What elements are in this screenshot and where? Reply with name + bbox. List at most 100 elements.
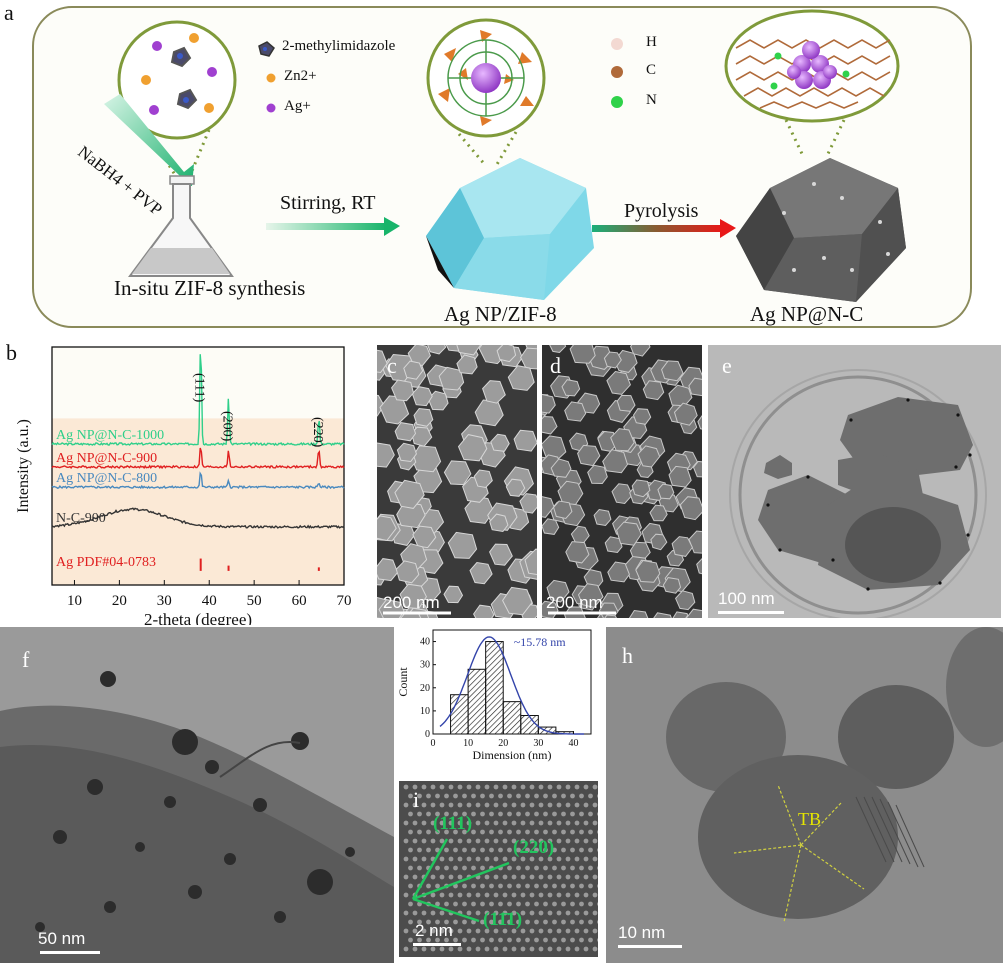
lattice-dot [561, 901, 566, 907]
lattice-dot [462, 847, 467, 853]
lattice-dot [435, 883, 440, 889]
lattice-dot [538, 802, 544, 808]
caption-in-situ: In-situ ZIF-8 synthesis [114, 276, 306, 300]
lattice-dot [480, 793, 485, 799]
lattice-dot [412, 802, 418, 808]
lattice-dot [484, 784, 490, 790]
lattice-dot [462, 937, 467, 943]
sem-particle [631, 479, 651, 498]
lattice-dot [574, 820, 580, 826]
hist-xtick-label: 0 [431, 738, 436, 749]
xrd-series-line [51, 354, 345, 447]
lattice-dot [448, 946, 454, 952]
lattice-dot [538, 856, 544, 862]
sem-particle [396, 501, 426, 529]
lattice-dot [489, 829, 494, 835]
lattice-dot [462, 829, 467, 835]
lattice-dot [471, 883, 476, 889]
lattice-dot [538, 820, 544, 826]
lattice-dot [502, 784, 508, 790]
lattice-dot [511, 784, 517, 790]
lattice-dot [439, 910, 445, 916]
lattice-dot [462, 793, 467, 799]
lattice-dot [435, 937, 440, 943]
lattice-dot [507, 919, 512, 925]
lattice-dot [444, 793, 449, 799]
lattice-dot [448, 892, 454, 898]
lattice-dot [493, 892, 499, 898]
lattice-dot [520, 874, 526, 880]
sem-particle [569, 345, 596, 364]
sem-particle [675, 590, 696, 611]
lattice-dot [565, 874, 571, 880]
lattice-dot [543, 865, 548, 871]
lattice-dot [480, 937, 485, 943]
lattice-dot [502, 802, 508, 808]
sem-particle [650, 533, 668, 551]
sem-particle [628, 609, 649, 618]
lattice-dot [547, 802, 553, 808]
lattice-dot [471, 847, 476, 853]
lattice-dot [507, 829, 512, 835]
lattice-dot [498, 937, 503, 943]
lattice-dot [574, 874, 580, 880]
lattice-dot [525, 847, 530, 853]
lattice-dot [538, 946, 544, 952]
lattice-dot [552, 865, 557, 871]
lattice-dot [444, 811, 449, 817]
lattice-dot [403, 802, 409, 808]
scheme-graphics [104, 9, 906, 302]
lattice-dot [588, 937, 593, 943]
lattice-dot [457, 892, 463, 898]
lattice-dot [556, 838, 562, 844]
lattice-dot [453, 865, 458, 871]
lattice-dot [480, 865, 485, 871]
lattice-dot [543, 937, 548, 943]
lattice-dot [583, 910, 589, 916]
lattice-dot [565, 892, 571, 898]
sem-particle [604, 614, 617, 618]
hist-bar [502, 701, 522, 735]
lattice-dot [493, 874, 499, 880]
sem-particle [616, 521, 642, 546]
xrd-xtick-label: 20 [112, 593, 127, 609]
lattice-dot [507, 811, 512, 817]
xrd-frame [51, 346, 345, 586]
hist-bar [467, 668, 487, 735]
xrd-series-line [51, 471, 345, 490]
lattice-dot [448, 874, 454, 880]
lattice-dot [507, 865, 512, 871]
lattice-dot [412, 820, 418, 826]
xrd-series-label: Ag NP@N-C-900 [56, 451, 157, 466]
sem-particle [490, 433, 510, 452]
lattice-dot [457, 928, 463, 934]
lattice-dot [520, 838, 526, 844]
lattice-dot [525, 865, 530, 871]
plane-label-220: (220) [513, 837, 555, 858]
lattice-dot [543, 901, 548, 907]
lattice-dot [471, 937, 476, 943]
lattice-dot [480, 919, 485, 925]
lattice-dot [570, 883, 575, 889]
lattice-dot [421, 910, 427, 916]
lattice-dot [529, 874, 535, 880]
lattice-dot [543, 847, 548, 853]
panel-label-d: d [550, 353, 561, 378]
lattice-dot [498, 901, 503, 907]
xrd-ylabel: Intensity (a.u.) [15, 419, 32, 513]
lattice-dot [525, 793, 530, 799]
lattice-dot [426, 847, 431, 853]
xrd-bg-top [52, 347, 344, 419]
lattice-dot [570, 829, 575, 835]
xrd-series-label: Ag NP@N-C-800 [56, 471, 157, 486]
zif-crystal-polyhedron [426, 158, 594, 300]
lattice-dot [574, 838, 580, 844]
lattice-dot [520, 946, 526, 952]
lattice-dot [592, 784, 598, 790]
lattice-dot [475, 910, 481, 916]
reagent-arrow [104, 94, 194, 186]
sem-particle [377, 558, 399, 582]
lattice-dot [565, 802, 571, 808]
sem-particle [697, 414, 702, 430]
